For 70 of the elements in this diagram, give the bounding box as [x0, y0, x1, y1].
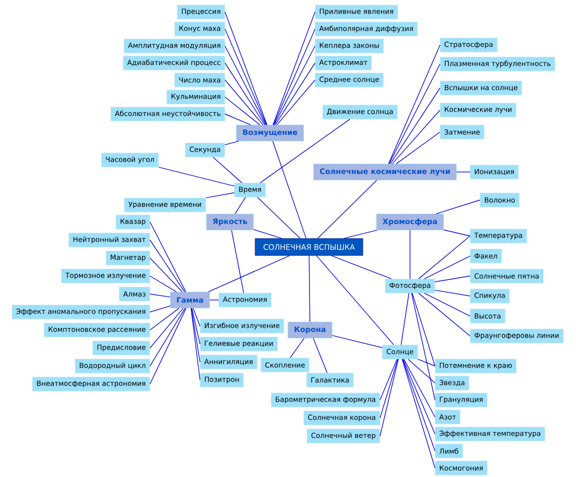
connector-line	[257, 196, 300, 239]
connector-line	[308, 255, 310, 322]
connector-line	[408, 358, 436, 384]
connector-line	[331, 255, 392, 280]
connector-line	[436, 200, 480, 214]
connector-line	[274, 46, 316, 126]
connector-line	[150, 308, 186, 384]
connector-line	[418, 236, 470, 280]
connector-line	[150, 276, 177, 292]
connector-line	[332, 335, 382, 348]
connector-line	[424, 292, 470, 316]
connector-line	[434, 276, 470, 282]
connector-line	[150, 308, 186, 366]
connector-line	[312, 338, 328, 374]
connector-line	[402, 358, 436, 434]
connector-line	[390, 88, 440, 164]
connector-line	[224, 12, 268, 126]
connector-line	[344, 230, 378, 239]
connector-line	[273, 28, 316, 126]
connector-line	[396, 132, 440, 164]
connector-line	[231, 230, 244, 294]
connector-line	[208, 255, 290, 292]
connector-line	[402, 358, 436, 452]
connector-line	[402, 358, 436, 468]
connector-line	[205, 192, 235, 198]
connector-line	[158, 166, 235, 186]
connector-line	[150, 294, 171, 298]
connector-line	[434, 290, 470, 296]
connector-line	[274, 62, 316, 126]
connector-line	[224, 62, 266, 126]
connector-line	[388, 64, 440, 164]
connector-line	[411, 292, 436, 400]
connector-line	[224, 80, 264, 126]
connector-line	[388, 44, 440, 164]
connector-line	[192, 308, 200, 344]
connector-line	[150, 258, 183, 292]
connector-line	[272, 12, 316, 126]
connector-line	[150, 222, 186, 292]
connector-line	[224, 140, 239, 146]
connector-line	[260, 118, 350, 184]
connector-line	[212, 156, 242, 184]
connector-line	[404, 358, 436, 418]
connector-line	[380, 358, 398, 400]
connector-line	[272, 140, 306, 239]
connector-line	[400, 292, 410, 346]
connector-line	[224, 114, 251, 126]
connector-line	[253, 229, 282, 239]
connector-line	[224, 28, 267, 126]
connector-line	[412, 292, 436, 366]
connector-line	[316, 255, 394, 346]
connector-line	[418, 292, 470, 336]
connector-line	[150, 240, 185, 292]
connector-line	[234, 196, 246, 214]
connector-line	[276, 80, 316, 126]
connector-line	[443, 230, 470, 236]
connector-line	[290, 338, 304, 358]
connector-line	[190, 308, 200, 380]
connector-line	[418, 358, 436, 366]
connector-line	[224, 46, 266, 126]
connector-line	[380, 358, 398, 418]
connector-line	[192, 308, 200, 326]
connector-line	[380, 358, 399, 436]
connector-line	[224, 96, 260, 126]
connector-line	[150, 308, 184, 348]
connector-line	[424, 256, 470, 280]
connector-line	[392, 110, 440, 164]
connector-line	[317, 180, 378, 239]
connector-line	[150, 306, 171, 312]
connector-line	[150, 308, 180, 330]
connector-line	[190, 308, 200, 362]
